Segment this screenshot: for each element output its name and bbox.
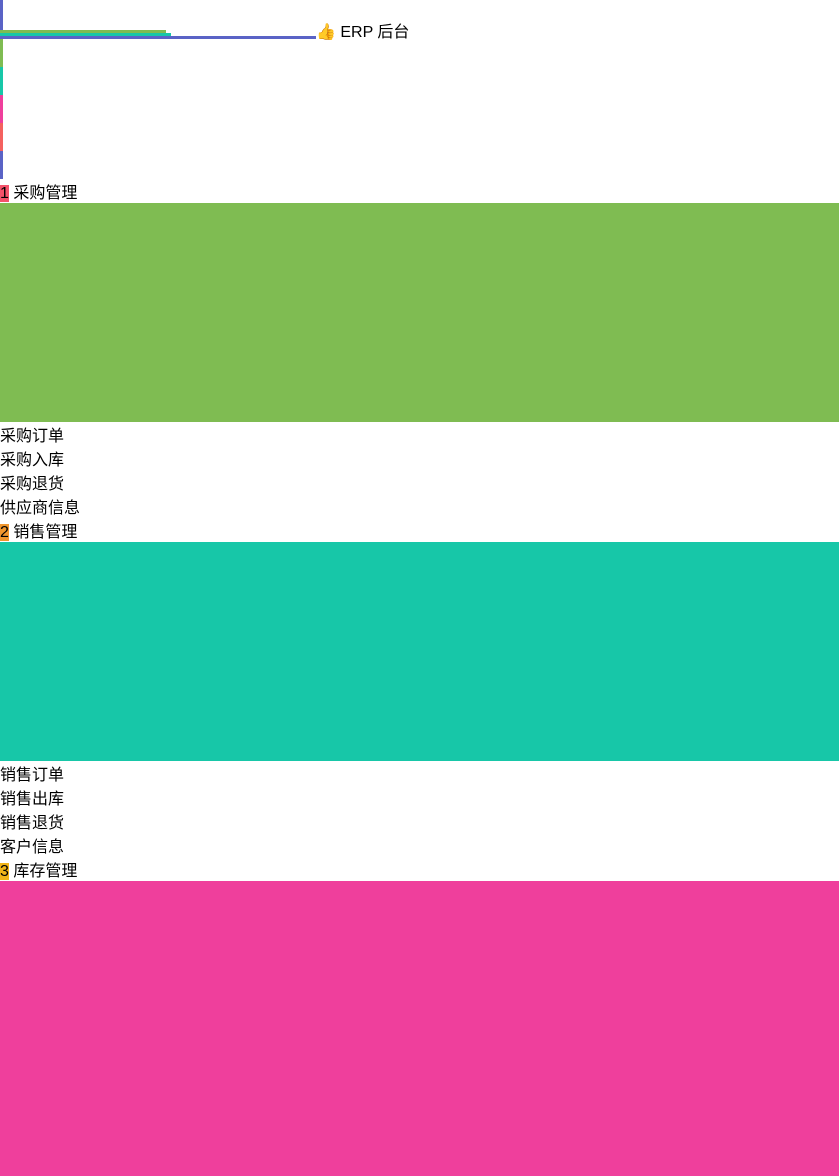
branch-title-3: 库存管理 <box>13 863 78 880</box>
branch-stub-1 <box>0 39 3 67</box>
leaf-label: 采购入库 <box>0 452 65 469</box>
leaf-node[interactable]: 销售出库 <box>0 785 839 809</box>
branch-column-2: 2 销售管理 销售订单 销售出库 销售退货 客户信息 <box>0 518 839 857</box>
leaf-node[interactable]: 采购订单 <box>0 422 839 446</box>
bus-segment-blue <box>0 36 332 39</box>
leaf-node[interactable]: 客户信息 <box>0 833 839 857</box>
leaf-node[interactable]: 供应商信息 <box>0 494 839 518</box>
leaf-label: 销售退货 <box>0 815 65 832</box>
leaf-node[interactable]: 销售退货 <box>0 809 839 833</box>
root-node-title: ERP 后台 <box>340 24 410 41</box>
branch-column-1: 1 采购管理 采购订单 采购入库 采购退货 供应商信息 <box>0 179 839 518</box>
branch-spine-3 <box>0 881 839 1176</box>
leaf-node[interactable]: 采购退货 <box>0 470 839 494</box>
branch-header-2[interactable]: 2 销售管理 <box>0 518 839 542</box>
branch-title-2: 销售管理 <box>13 524 78 541</box>
branch-stub-4 <box>0 123 3 151</box>
branch-header-3[interactable]: 3 库存管理 <box>0 857 839 881</box>
branch-stub-2 <box>0 67 3 95</box>
leaf-label: 销售订单 <box>0 767 65 784</box>
branch-spine-1 <box>0 203 839 422</box>
branch-stub-5 <box>0 151 3 179</box>
branch-column-3: 3 库存管理 仓库信息 产品库存 其它出库 其它入库 库存调拨 库存盘点 <box>0 857 839 1176</box>
leaf-label: 供应商信息 <box>0 500 81 517</box>
bus-segment-teal <box>0 33 171 36</box>
leaf-label: 客户信息 <box>0 839 65 856</box>
branch-spine-2 <box>0 542 839 761</box>
leaf-label: 采购订单 <box>0 428 65 445</box>
branch-number-badge-3: 3 <box>0 863 9 880</box>
leaf-node[interactable]: 销售订单 <box>0 761 839 785</box>
leaf-label: 采购退货 <box>0 476 65 493</box>
branch-stub-3 <box>0 95 3 123</box>
leaf-label: 销售出库 <box>0 791 65 808</box>
branch-title-1: 采购管理 <box>13 185 78 202</box>
branch-number-badge-2: 2 <box>0 524 9 541</box>
root-drop-connector <box>0 0 3 30</box>
root-node-erp-backend[interactable]: 👍 ERP 后台 <box>316 18 522 84</box>
branch-header-1[interactable]: 1 采购管理 <box>0 179 839 203</box>
bus-segment-green <box>0 30 166 33</box>
thumbs-up-icon: 👍 <box>316 24 336 41</box>
leaf-node[interactable]: 采购入库 <box>0 446 839 470</box>
branch-number-badge-1: 1 <box>0 185 9 202</box>
